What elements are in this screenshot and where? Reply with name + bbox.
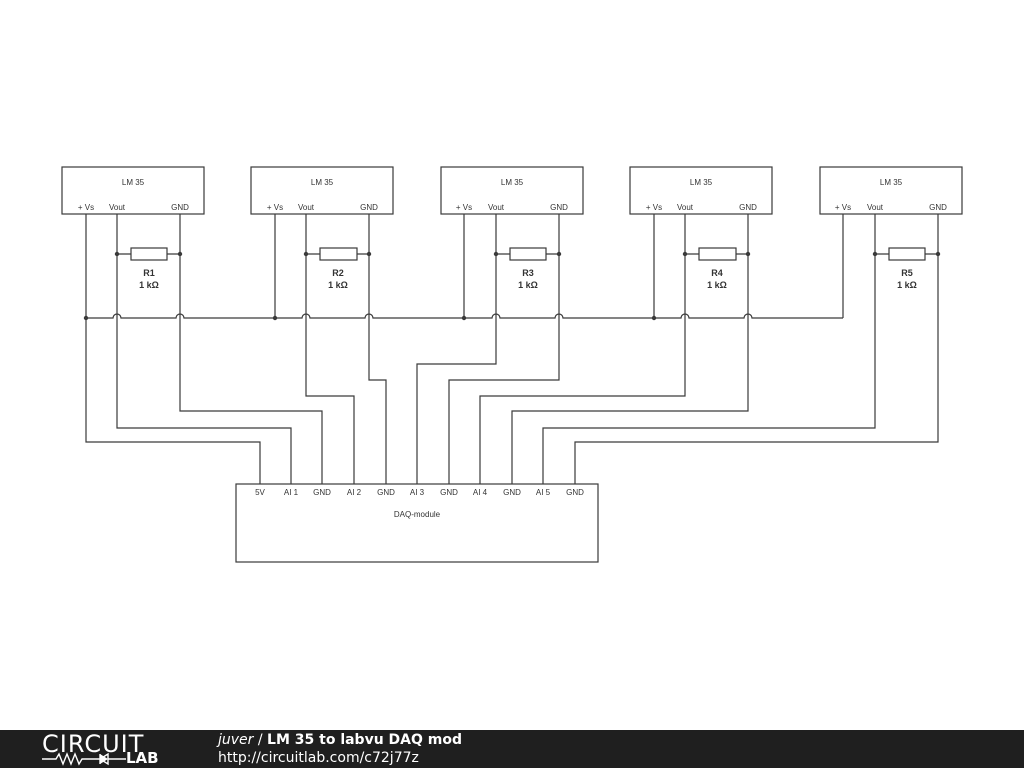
circuit-title-line: juver / LM 35 to labvu DAQ mod: [218, 731, 462, 749]
vs-bus-wire: [83, 214, 844, 321]
daq-module: 5V AI 1 GND AI 2 GND AI 3 GND AI 4 GND A…: [235, 483, 599, 563]
pin-gnd-label: GND: [739, 203, 757, 212]
circuit-schematic: LM 35 + Vs Vout GND LM 35 + Vs Vout GND …: [61, 166, 963, 563]
pin-gnd-label: GND: [360, 203, 378, 212]
pin-vout-label: Vout: [109, 203, 126, 212]
resistor-name: R4: [711, 268, 723, 278]
resistor-name: R2: [332, 268, 344, 278]
pin-vs-label: + Vs: [456, 203, 472, 212]
sensor-4: LM 35 + Vs Vout GND: [629, 166, 773, 215]
daq-pin-label: GND: [566, 488, 584, 497]
circuit-title[interactable]: LM 35 to labvu DAQ mod: [267, 732, 463, 748]
daq-pin-label: AI 5: [536, 488, 551, 497]
circuitlab-logo[interactable]: CIRCUIT LAB: [42, 730, 178, 767]
pin-vs-label: + Vs: [78, 203, 94, 212]
footer-bar: CIRCUIT LAB juver / LM 35 to labvu DAQ m…: [0, 730, 1024, 768]
pin-vs-label: + Vs: [835, 203, 851, 212]
resistor-value: 1 kΩ: [707, 280, 727, 290]
logo-text-circuit: CIRCUIT: [42, 730, 145, 758]
resistor-r3: R3 1 kΩ: [493, 247, 562, 290]
sensor-2: LM 35 + Vs Vout GND: [250, 166, 394, 215]
sensor-title: LM 35: [311, 178, 334, 187]
pin-gnd-label: GND: [929, 203, 947, 212]
daq-pin-label: GND: [503, 488, 521, 497]
resistor-name: R5: [901, 268, 913, 278]
daq-pin-label: AI 1: [284, 488, 299, 497]
sensor-3-wires: [416, 214, 560, 484]
sensor-title: LM 35: [690, 178, 713, 187]
sensor-title: LM 35: [880, 178, 903, 187]
sensor-1: LM 35 + Vs Vout GND: [61, 166, 205, 215]
sensor-title: LM 35: [122, 178, 145, 187]
pin-vout-label: Vout: [298, 203, 315, 212]
daq-pin-label: GND: [377, 488, 395, 497]
daq-pin-label: GND: [440, 488, 458, 497]
daq-pin-label: GND: [313, 488, 331, 497]
resistor-value: 1 kΩ: [139, 280, 159, 290]
logo-text-lab: LAB: [126, 749, 159, 767]
pin-vout-label: Vout: [867, 203, 884, 212]
daq-pin-label: AI 4: [473, 488, 488, 497]
author-name[interactable]: juver: [218, 732, 254, 748]
sensor-5-wires: [542, 214, 939, 484]
daq-pin-label: 5V: [255, 488, 265, 497]
resistor-value: 1 kΩ: [328, 280, 348, 290]
resistor-diode-icon: [42, 752, 126, 766]
sensor-3: LM 35 + Vs Vout GND: [440, 166, 584, 215]
pin-vout-label: Vout: [488, 203, 505, 212]
sensor-2-wires: [305, 214, 387, 484]
resistor-r4: R4 1 kΩ: [682, 247, 751, 290]
daq-pin-label: AI 2: [347, 488, 362, 497]
sensor-1-wires: [85, 214, 323, 484]
resistor-value: 1 kΩ: [518, 280, 538, 290]
title-separator: /: [253, 732, 268, 748]
pin-gnd-label: GND: [171, 203, 189, 212]
pin-vs-label: + Vs: [267, 203, 283, 212]
sensor-5: LM 35 + Vs Vout GND: [819, 166, 963, 215]
resistor-value: 1 kΩ: [897, 280, 917, 290]
resistor-r2: R2 1 kΩ: [303, 247, 372, 290]
resistor-r1: R1 1 kΩ: [114, 247, 183, 290]
daq-title: DAQ-module: [394, 510, 441, 519]
pin-vs-label: + Vs: [646, 203, 662, 212]
sensor-4-wires: [479, 214, 749, 484]
resistor-name: R3: [522, 268, 534, 278]
daq-pin-label: AI 3: [410, 488, 425, 497]
pin-vout-label: Vout: [677, 203, 694, 212]
resistor-r5: R5 1 kΩ: [872, 247, 941, 290]
pin-gnd-label: GND: [550, 203, 568, 212]
resistor-name: R1: [143, 268, 155, 278]
circuit-url[interactable]: http://circuitlab.com/c72j77z: [218, 750, 419, 766]
sensor-title: LM 35: [501, 178, 524, 187]
